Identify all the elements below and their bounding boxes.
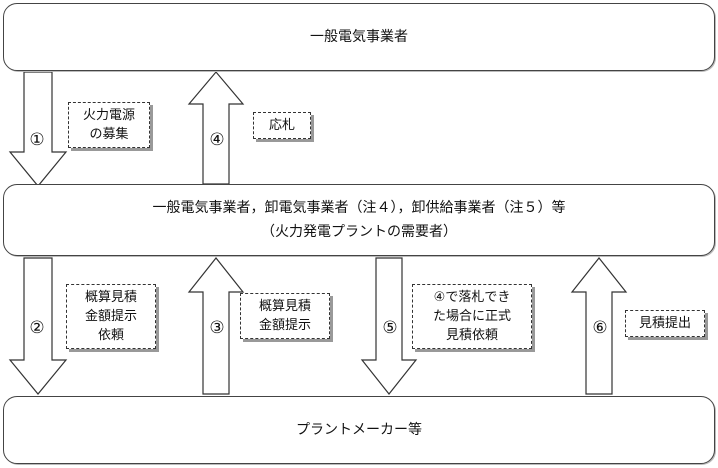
step-note-4: 応札 — [253, 112, 311, 139]
step-number-2: ② — [29, 318, 45, 338]
middle-box-line1: 一般電気事業者，卸電気事業者（注４），卸供給事業者（注５）等 — [152, 200, 566, 216]
arrow-step-2 — [8, 257, 68, 395]
bottom-box-label: プラントメーカー等 — [296, 422, 422, 438]
arrow-step-4 — [187, 71, 245, 185]
step-note-6: 見積提出 — [625, 310, 705, 337]
step-number-3: ③ — [209, 318, 225, 338]
step-note-2: 概算見積 金額提示 依頼 — [66, 284, 156, 349]
step-note-1: 火力電源 の募集 — [68, 102, 150, 148]
arrow-step-6 — [570, 257, 628, 395]
top-box: 一般電気事業者 — [3, 3, 715, 71]
step-number-4: ④ — [209, 130, 225, 150]
step-number-1: ① — [29, 130, 45, 150]
step-number-6: ⑥ — [592, 318, 608, 338]
arrow-step-5 — [360, 257, 418, 395]
top-box-label: 一般電気事業者 — [310, 29, 408, 45]
arrow-step-3 — [187, 257, 245, 395]
step-note-5: ④で落札でき た場合に正式 見積依頼 — [412, 284, 532, 349]
arrow-step-1 — [8, 71, 68, 187]
middle-box: 一般電気事業者，卸電気事業者（注４），卸供給事業者（注５）等 （火力発電プラント… — [3, 184, 715, 256]
step-note-3: 概算見積 金額提示 — [240, 293, 330, 339]
step-number-5: ⑤ — [382, 318, 398, 338]
bottom-box: プラントメーカー等 — [3, 396, 715, 464]
middle-box-line2: （火力発電プラントの需要者） — [261, 224, 457, 240]
